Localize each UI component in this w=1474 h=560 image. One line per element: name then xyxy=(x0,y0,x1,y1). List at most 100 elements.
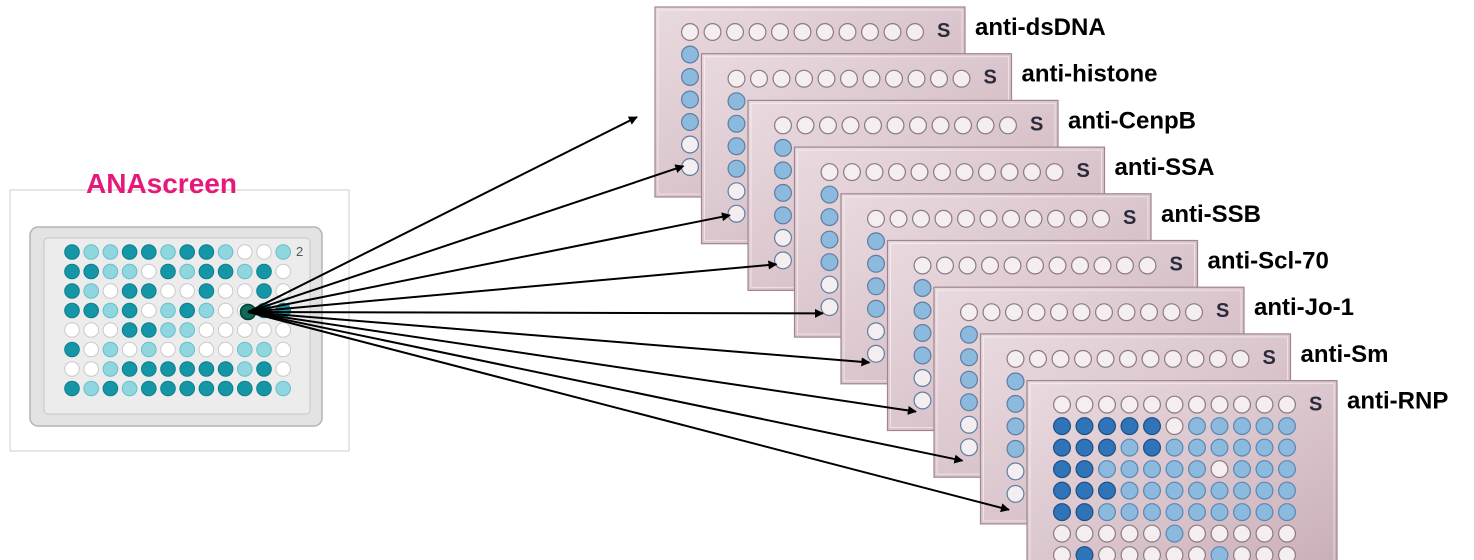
plate-well xyxy=(913,369,932,388)
screen-well xyxy=(179,322,195,338)
plate-well xyxy=(1003,256,1022,275)
screen-well xyxy=(275,244,292,260)
plate-well xyxy=(1120,481,1139,500)
screen-well xyxy=(121,302,138,319)
plate-well xyxy=(1188,546,1206,560)
plate-well xyxy=(773,251,792,270)
plate-logo: S xyxy=(1263,347,1276,369)
screen-well xyxy=(179,263,195,280)
screen-well xyxy=(141,380,157,397)
screen-well xyxy=(121,244,138,260)
plate-well xyxy=(1210,546,1229,560)
screen-well xyxy=(64,283,80,299)
plate-well xyxy=(680,45,699,64)
plate-well xyxy=(886,116,905,135)
screen-well xyxy=(217,361,234,377)
plate-well xyxy=(1049,303,1068,322)
plate-well xyxy=(1052,503,1071,522)
plate-well xyxy=(959,438,978,457)
screen-well xyxy=(141,283,157,299)
test-plate: S xyxy=(1026,380,1338,560)
plate-well xyxy=(703,23,722,41)
plate-well xyxy=(935,256,954,275)
plate-well xyxy=(1006,439,1025,458)
plate-well xyxy=(773,116,792,135)
screen-well xyxy=(121,322,138,338)
plate-well xyxy=(1053,546,1071,560)
screen-well xyxy=(198,380,215,397)
screen-well xyxy=(83,283,99,299)
plate-well xyxy=(1028,349,1047,368)
screen-well xyxy=(198,244,215,260)
plate-well xyxy=(862,69,881,88)
plate-well xyxy=(884,69,903,88)
plate-well xyxy=(727,92,746,111)
plate-well xyxy=(1027,303,1046,322)
plate-well xyxy=(883,23,902,41)
arrow xyxy=(247,311,1010,513)
screen-well xyxy=(217,283,234,299)
screen-well xyxy=(179,341,195,358)
plate-well xyxy=(1052,481,1071,500)
plate-well xyxy=(907,69,926,88)
plate-logo: S xyxy=(1216,300,1229,322)
screen-well xyxy=(237,361,253,377)
arrow xyxy=(247,116,638,313)
plate-well xyxy=(977,163,996,182)
screen-well xyxy=(275,263,292,280)
plate-well xyxy=(911,209,930,228)
screen-well xyxy=(217,380,234,397)
plate-well xyxy=(1277,438,1296,457)
screen-well xyxy=(237,380,253,397)
plate-well xyxy=(1046,209,1065,228)
plate-well xyxy=(1232,481,1251,500)
screen-well xyxy=(141,263,157,280)
plate-well xyxy=(1073,349,1092,368)
plate-well xyxy=(1025,256,1044,275)
screen-well xyxy=(64,244,80,260)
arrow xyxy=(247,311,871,367)
plate-well xyxy=(1277,481,1296,500)
plate-well xyxy=(1120,546,1139,560)
plate-well xyxy=(680,23,699,41)
plate-well xyxy=(1165,438,1184,457)
arrow xyxy=(247,311,917,415)
plate-well xyxy=(866,277,885,296)
plate-well xyxy=(910,163,929,182)
screen-well xyxy=(256,263,272,280)
plate-well xyxy=(1232,417,1251,436)
screen-well xyxy=(64,361,80,377)
test-label: anti-Scl-70 xyxy=(1208,248,1329,275)
plate-well xyxy=(1277,460,1296,479)
test-label: anti-dsDNA xyxy=(975,14,1106,41)
plate-well xyxy=(980,256,999,275)
screen-well xyxy=(102,361,119,377)
plate-well xyxy=(1187,460,1206,479)
plate-well xyxy=(727,182,746,201)
plate-well xyxy=(680,112,699,131)
plate-well xyxy=(1070,256,1089,275)
screen-well xyxy=(179,244,195,260)
plate-well xyxy=(952,69,971,88)
plate-well xyxy=(1232,503,1251,522)
screen-well xyxy=(256,244,272,260)
plate-well xyxy=(959,393,978,412)
plate-well xyxy=(1163,349,1182,368)
test-label: anti-RNP xyxy=(1347,388,1448,415)
arrow xyxy=(247,164,685,313)
plate-well xyxy=(1187,503,1206,522)
plate-well xyxy=(1120,417,1139,436)
plate-well xyxy=(1277,395,1296,414)
screen-well xyxy=(64,302,80,319)
plate-well xyxy=(1006,417,1025,436)
screen-well xyxy=(102,341,119,358)
screen-well xyxy=(141,341,157,358)
screen-well xyxy=(160,322,176,338)
screen-well xyxy=(237,283,253,299)
screen-well xyxy=(141,302,157,319)
plate-well xyxy=(1006,372,1025,391)
plate-well xyxy=(1069,209,1088,228)
plate-well xyxy=(1278,546,1296,560)
